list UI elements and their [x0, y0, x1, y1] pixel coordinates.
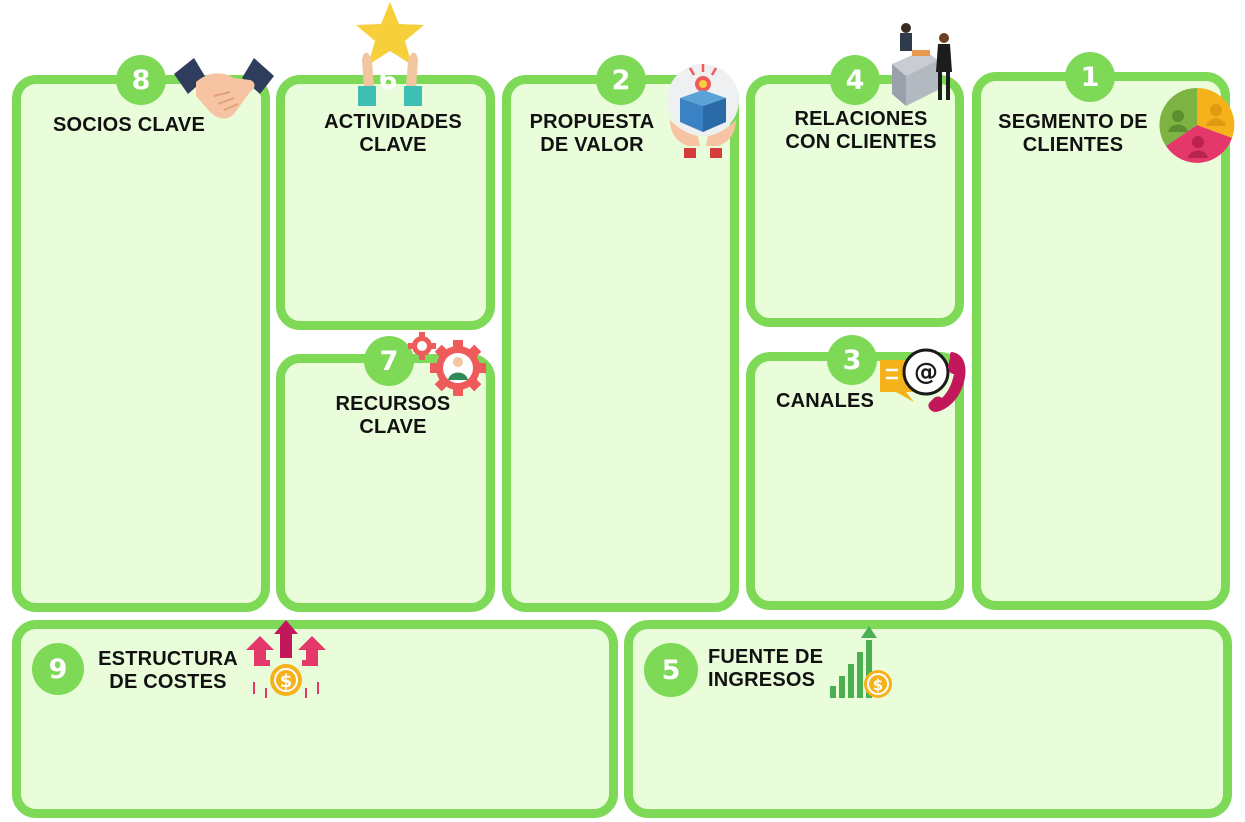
block-number-badge: 4	[830, 55, 880, 105]
reception-desk-icon	[892, 23, 952, 106]
block-number-badge: 3	[827, 335, 877, 385]
block-title: FUENTE DE INGRESOS	[708, 646, 824, 691]
block-title: RECURSOS CLAVE	[335, 393, 451, 438]
handshake-icon	[174, 58, 274, 119]
pie-people-icon	[1159, 87, 1235, 163]
block-title: SOCIOS CLAVE	[52, 114, 206, 136]
block-number-badge: 9	[32, 643, 84, 695]
block-fuente-de-ingresos[interactable]	[624, 620, 1232, 818]
star-icon	[356, 2, 424, 106]
growth-chart-coin-icon: $	[830, 626, 892, 698]
block-relaciones-con-clientes[interactable]	[746, 75, 964, 327]
block-propuesta-de-valor[interactable]	[502, 75, 739, 612]
block-actividades-clave[interactable]	[276, 75, 495, 330]
block-title: ACTIVIDADES CLAVE	[324, 111, 462, 156]
block-title: RELACIONES CON CLIENTES	[785, 108, 937, 153]
cost-arrows-coin-icon: $	[246, 620, 326, 698]
block-segmento-de-clientes[interactable]	[972, 72, 1230, 610]
block-title: PROPUESTA DE VALOR	[529, 111, 655, 156]
block-number-badge: 5	[644, 643, 698, 697]
block-number-badge: 8	[116, 55, 166, 105]
block-recursos-clave[interactable]	[276, 354, 495, 612]
block-canales[interactable]	[746, 352, 964, 610]
chat-phone-icon: @	[880, 348, 966, 412]
block-number-badge: 6	[378, 64, 398, 96]
svg-text:@: @	[914, 358, 938, 386]
svg-text:$: $	[873, 676, 883, 694]
block-title: SEGMENTO DE CLIENTES	[998, 111, 1148, 156]
block-number-badge: 2	[596, 55, 646, 105]
block-socios-clave[interactable]	[12, 75, 270, 612]
block-title: CANALES	[776, 390, 875, 412]
gift-box-hands-icon	[667, 64, 739, 158]
block-number-badge: 7	[364, 336, 414, 386]
block-title: ESTRUCTURA DE COSTES	[98, 648, 238, 693]
block-number-badge: 1	[1065, 52, 1115, 102]
gears-person-icon	[408, 332, 486, 396]
svg-text:$: $	[280, 671, 293, 692]
